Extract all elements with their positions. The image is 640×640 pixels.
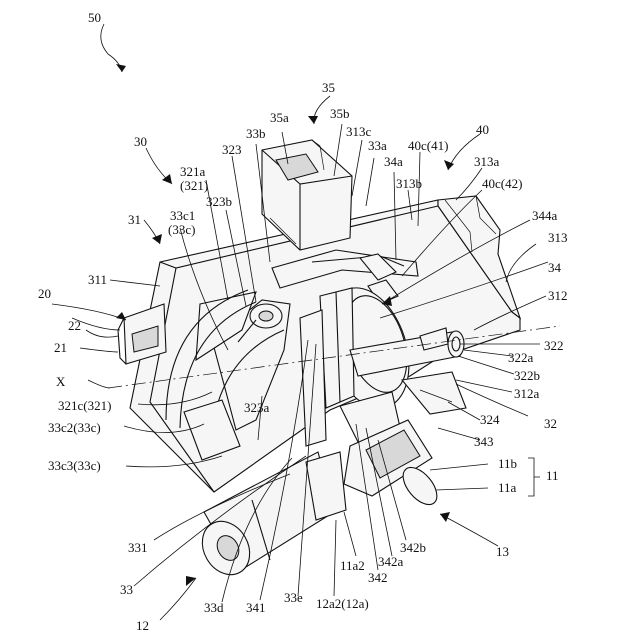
label-40c41: 40c(41) — [408, 138, 448, 153]
label-11a2: 11a2 — [340, 558, 365, 573]
label-40c42: 40c(42) — [482, 176, 522, 191]
label-341: 341 — [246, 600, 266, 615]
label-313: 313 — [548, 230, 568, 245]
label-322a: 322a — [508, 350, 534, 365]
label-331: 331 — [128, 540, 148, 555]
label-21: 21 — [54, 340, 67, 355]
label-33c3: 33c3(33c) — [48, 458, 101, 473]
label-31: 31 — [128, 212, 141, 227]
label-34: 34 — [548, 260, 562, 275]
label-34a: 34a — [384, 154, 403, 169]
label-35b: 35b — [330, 106, 350, 121]
label-322b: 322b — [514, 368, 540, 383]
label-33a: 33a — [368, 138, 387, 153]
label-313c: 313c — [346, 124, 372, 139]
label-35a: 35a — [270, 110, 289, 125]
upper-box-35 — [262, 140, 352, 250]
label-322: 322 — [544, 338, 564, 353]
label-35: 35 — [322, 80, 335, 95]
brace-11 — [528, 458, 540, 496]
label-313b: 313b — [396, 176, 422, 191]
label-33e: 33e — [284, 590, 303, 605]
label-33: 33 — [120, 582, 133, 597]
label-342b: 342b — [400, 540, 426, 555]
label-321c: 321c(321) — [58, 398, 111, 413]
label-321a: 321a — [180, 164, 206, 179]
label-20: 20 — [38, 286, 51, 301]
label-22: 22 — [68, 318, 81, 333]
label-323b: 323b — [206, 194, 232, 209]
label-32: 32 — [544, 416, 557, 431]
label-313a: 313a — [474, 154, 500, 169]
label-33c2: 33c2(33c) — [48, 420, 101, 435]
label-33b: 33b — [246, 126, 266, 141]
label-40: 40 — [476, 122, 489, 137]
label-324: 324 — [480, 412, 500, 427]
label-12a2: 12a2(12a) — [316, 596, 369, 611]
label-50: 50 — [88, 10, 101, 25]
label-343: 343 — [474, 434, 494, 449]
label-12: 12 — [136, 618, 149, 633]
label-33c: (33c) — [168, 222, 195, 237]
label-312a: 312a — [514, 386, 540, 401]
label-342a: 342a — [378, 554, 404, 569]
label-30: 30 — [134, 134, 147, 149]
label-11: 11 — [546, 468, 559, 483]
label-33d: 33d — [204, 600, 224, 615]
label-311: 311 — [88, 272, 107, 287]
label-342: 342 — [368, 570, 388, 585]
label-323a: 323a — [244, 400, 270, 415]
label-344a: 344a — [532, 208, 558, 223]
label-11b: 11b — [498, 456, 517, 471]
label-11a: 11a — [498, 480, 517, 495]
label-312: 312 — [548, 288, 568, 303]
label-323: 323 — [222, 142, 242, 157]
label-13: 13 — [496, 544, 509, 559]
label-33c1: 33c1 — [170, 208, 195, 223]
label-321: (321) — [180, 178, 208, 193]
label-X: X — [56, 374, 66, 389]
